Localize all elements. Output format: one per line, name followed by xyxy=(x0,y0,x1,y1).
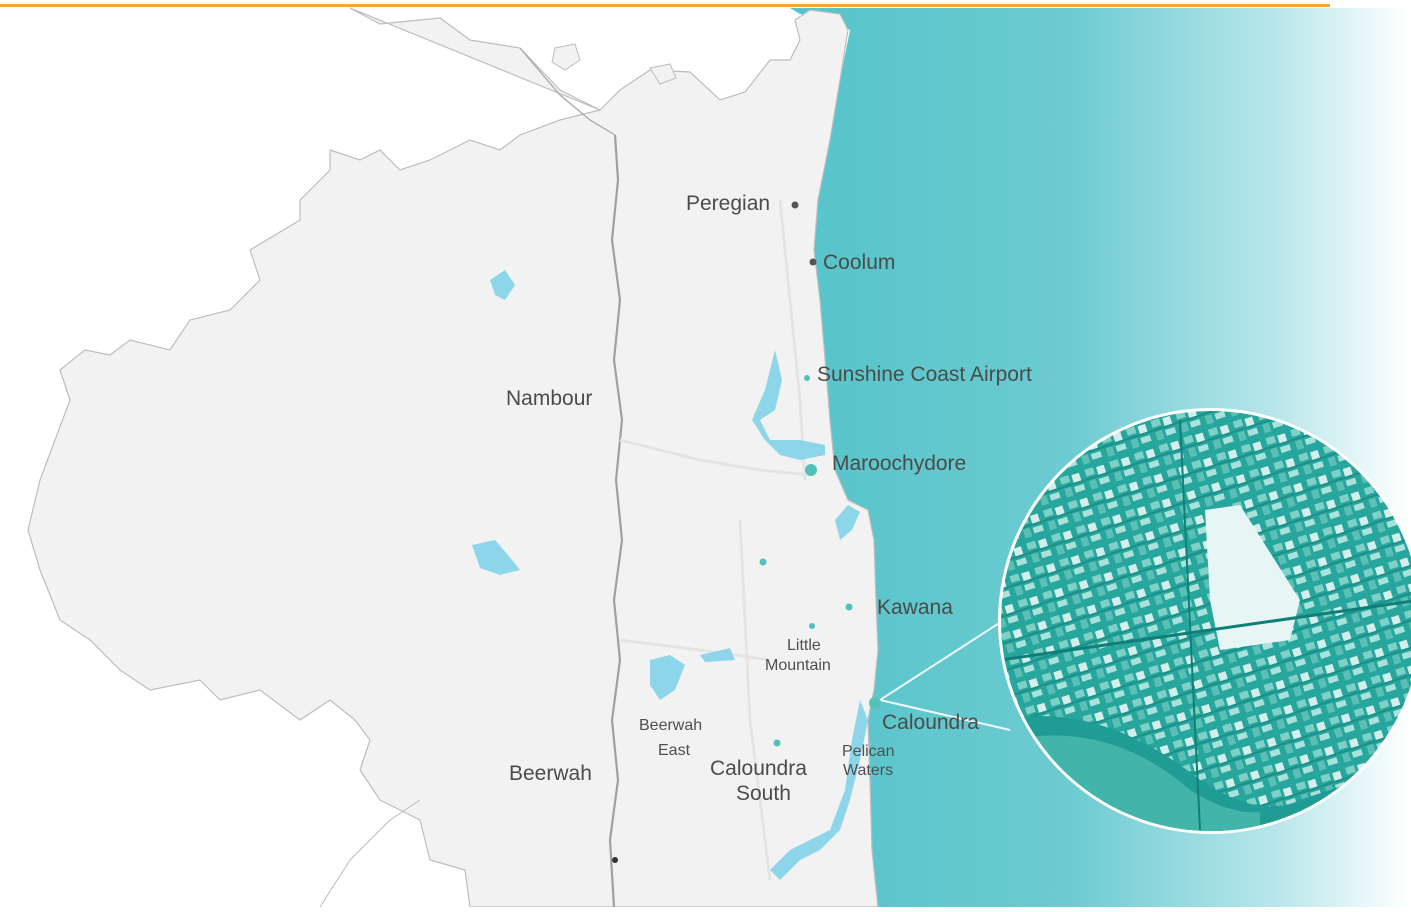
label-kawana: Kawana xyxy=(877,596,953,619)
label-pelican-waters-line1: Pelican xyxy=(842,743,894,760)
label-nambour: Nambour xyxy=(506,387,592,410)
dot-icon xyxy=(809,258,817,266)
highway xyxy=(608,134,624,908)
dot-icon xyxy=(809,623,815,629)
boundary-line xyxy=(519,47,616,136)
dot-icon xyxy=(845,603,853,611)
dot-icon xyxy=(773,739,781,747)
land-fragment xyxy=(551,43,581,71)
label-beerwah: Beerwah xyxy=(509,762,592,785)
label-caloundra-south-line2: South xyxy=(736,782,791,805)
place-labels: Peregian Coolum Sunshine Coast Airport N… xyxy=(506,192,1032,805)
dot-icon xyxy=(804,375,810,381)
inland-water xyxy=(472,270,868,880)
label-peregian: Peregian xyxy=(686,192,770,215)
minor-roads xyxy=(619,199,811,881)
boundary-line xyxy=(319,799,421,908)
label-pelican-waters-line2: Waters xyxy=(843,762,893,779)
inset-connector xyxy=(879,619,1011,731)
label-coolum: Coolum xyxy=(823,251,895,274)
label-beerwah-east-line2: East xyxy=(658,742,691,759)
land-fragment xyxy=(649,63,677,85)
place-markers xyxy=(759,201,881,747)
label-caloundra: Caloundra xyxy=(882,711,979,734)
dot-icon xyxy=(759,558,767,566)
dot-icon xyxy=(805,464,817,476)
label-beerwah-east-line1: Beerwah xyxy=(639,717,702,734)
label-little-mountain-line2: Mountain xyxy=(765,657,831,674)
label-maroochydore: Maroochydore xyxy=(832,452,966,475)
label-airport: Sunshine Coast Airport xyxy=(817,363,1032,386)
label-little-mountain-line1: Little xyxy=(787,637,821,654)
road-node xyxy=(612,857,618,863)
top-rule xyxy=(0,4,1330,7)
label-caloundra-south-line1: Caloundra xyxy=(710,757,807,780)
dot-icon xyxy=(791,201,799,209)
dot-icon xyxy=(869,697,881,709)
aerial-photo-inset xyxy=(998,408,1411,834)
